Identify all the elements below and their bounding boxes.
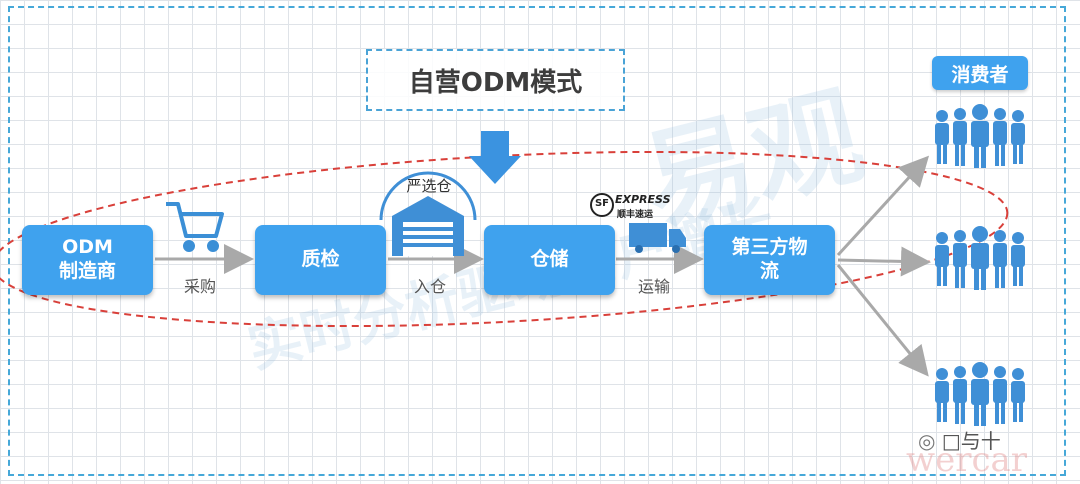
- sf-logo: SF EXPRESS 顺丰速运: [593, 193, 693, 227]
- edge-label-transport: 运输: [637, 277, 670, 296]
- wechat-icon: ◎: [918, 429, 936, 453]
- down-arrow-icon: [469, 131, 521, 184]
- node-odm-label: ODM 制造商: [58, 236, 116, 282]
- sf-mark: SF: [594, 198, 610, 209]
- arrow-consumer-middle: [837, 246, 931, 277]
- warehouse-icon: [379, 171, 477, 256]
- sf-cn: 顺丰速运: [617, 210, 654, 220]
- node-storage: 仓储: [484, 225, 615, 295]
- edge-label-purchase: 采购: [183, 277, 216, 296]
- people-group-icon: [935, 226, 1025, 290]
- shopping-cart-icon: [166, 202, 224, 252]
- node-third-party-logistics: 第三方物 流: [704, 225, 835, 295]
- truck-icon: [629, 223, 686, 253]
- node-logistics-label: 第三方物 流: [731, 236, 808, 282]
- node-odm-manufacturer: ODM 制造商: [22, 225, 153, 295]
- process-ellipse: [0, 150, 1009, 328]
- diagram-title: 自营ODM模式: [366, 49, 625, 111]
- watermark-corner: wercar: [906, 440, 1028, 480]
- watermark-badge: ◎ □与十: [918, 425, 1001, 454]
- consumers-label: 消费者: [932, 56, 1028, 90]
- node-qc-label: 质检: [301, 248, 340, 271]
- arrow-consumer-top: [836, 155, 930, 257]
- sf-logo-icon: [590, 193, 614, 217]
- watermark-badge-text: □与十: [941, 429, 1001, 453]
- node-storage-label: 仓储: [530, 248, 569, 271]
- sf-word: EXPRESS: [615, 193, 671, 206]
- arrow-consumer-bottom: [836, 264, 929, 377]
- people-group-icon: [935, 104, 1025, 168]
- edge-label-inbound: 入仓: [413, 277, 446, 296]
- people-group-icon: [935, 362, 1025, 426]
- warehouse-label: 严选仓: [406, 177, 452, 195]
- node-quality-check: 质检: [255, 225, 386, 295]
- outer-frame: [8, 6, 1066, 476]
